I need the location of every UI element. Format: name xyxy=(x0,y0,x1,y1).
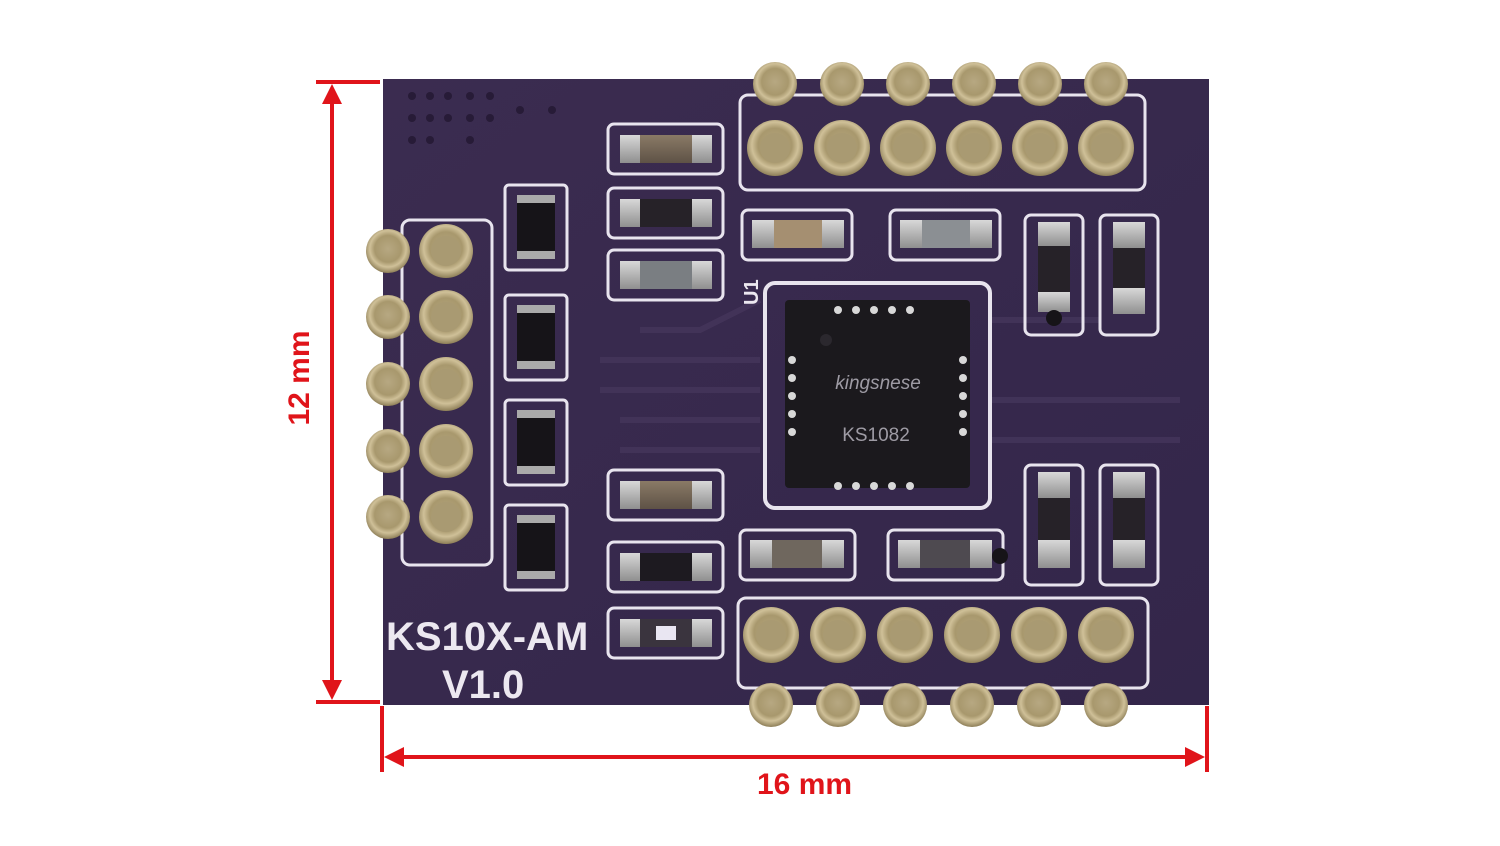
left-header-pins xyxy=(366,218,494,567)
chip-brand-text: kingsnese xyxy=(835,373,921,394)
height-dimension-arrow xyxy=(316,80,380,704)
chip-model-text: KS1082 xyxy=(842,425,910,446)
width-dimension-arrow xyxy=(380,706,1209,772)
height-label: 12 mm xyxy=(283,330,316,426)
board-name-text: KS10X-AM xyxy=(386,615,588,659)
upper-passives xyxy=(606,122,1160,337)
lower-passives xyxy=(606,463,1160,660)
left-diode-column xyxy=(503,183,569,592)
top-header-pins xyxy=(738,62,1147,192)
width-label: 16 mm xyxy=(757,768,853,801)
bottom-header-pins xyxy=(736,596,1150,727)
board-version-text: V1.0 xyxy=(442,663,524,707)
component-label-u1: U1 xyxy=(741,279,763,305)
main-ic: kingsnese KS1082 xyxy=(763,281,992,510)
